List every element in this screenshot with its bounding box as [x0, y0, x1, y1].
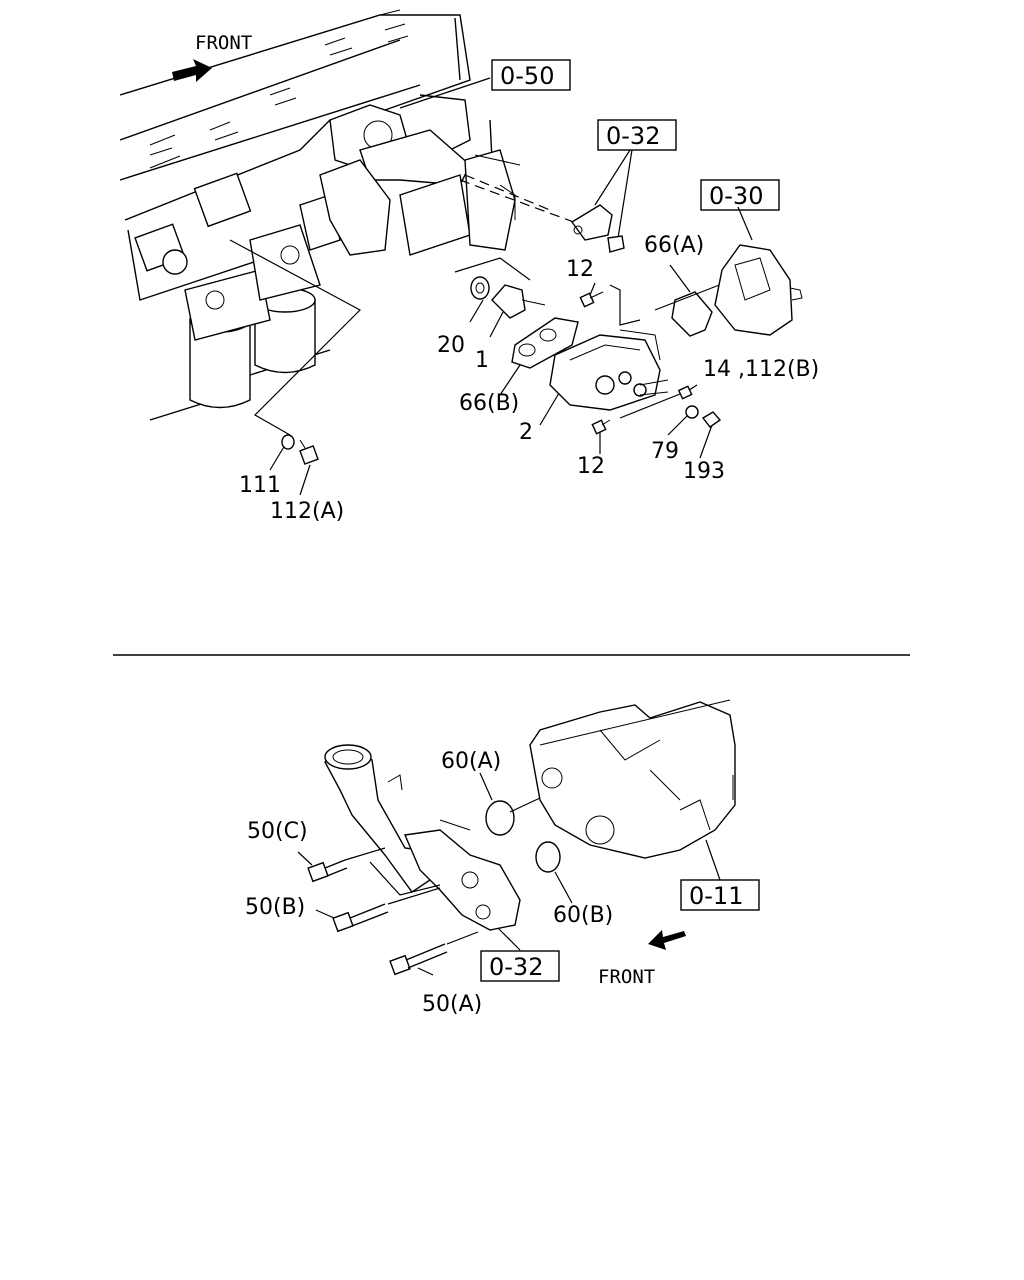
- front-arrow-top: FRONT: [172, 32, 252, 82]
- cylinder-head: [529, 699, 736, 859]
- cooler-housing: [549, 329, 669, 411]
- label-66b: 66(B): [459, 391, 519, 416]
- label-50b: 50(B): [245, 895, 305, 920]
- front-arrow-bottom: FRONT: [598, 930, 686, 988]
- front-label-top: FRONT: [195, 32, 252, 54]
- ref-box-0-32-top: 0-32: [597, 119, 677, 151]
- bracket-top: [570, 204, 625, 253]
- ref-box-0-50: 0-50: [491, 59, 571, 91]
- label-12-bottom: 12: [577, 454, 605, 479]
- svg-text:0-30: 0-30: [709, 182, 763, 210]
- svg-text:0-50: 0-50: [500, 62, 554, 90]
- label-66a: 66(A): [644, 233, 704, 258]
- bolt-12-top: [579, 291, 604, 308]
- washer-20: [470, 276, 490, 300]
- ref-box-0-30: 0-30: [700, 179, 780, 211]
- label-60a: 60(A): [441, 749, 501, 774]
- ref-box-0-11: 0-11: [680, 879, 760, 911]
- label-2: 2: [519, 420, 533, 445]
- flange-cover: [714, 244, 803, 336]
- label-111: 111: [239, 473, 281, 498]
- label-112a: 112(A): [270, 499, 344, 524]
- svg-text:0-11: 0-11: [689, 882, 743, 910]
- label-79: 79: [651, 439, 679, 464]
- bolt-50b: [332, 903, 389, 933]
- bolt-50c: [307, 859, 348, 883]
- part-193: [701, 411, 722, 428]
- part-79: [685, 405, 699, 419]
- svg-text:0-32: 0-32: [489, 953, 543, 981]
- bottom-leaders: [297, 772, 721, 976]
- label-14-112b: 14 ,112(B): [703, 357, 819, 382]
- label-193: 193: [683, 459, 725, 484]
- bolt-12-bottom: [591, 419, 611, 435]
- label-60b: 60(B): [553, 903, 613, 928]
- bolt-50a: [389, 943, 448, 976]
- label-12-top: 12: [566, 257, 594, 282]
- top-diagram: FRONT: [119, 9, 819, 524]
- part-1-valve: [491, 284, 546, 319]
- front-arrow-icon: [648, 930, 686, 950]
- label-20: 20: [437, 333, 465, 358]
- oil-filters: [184, 224, 321, 409]
- svg-text:0-32: 0-32: [606, 122, 660, 150]
- o-ring-60b: [535, 841, 561, 873]
- front-label-bottom: FRONT: [598, 966, 655, 988]
- plug-112a: [299, 439, 319, 465]
- label-1: 1: [475, 348, 489, 373]
- engine-block-top: [119, 9, 521, 421]
- bottom-diagram: 0-11 0-32 FRONT 60(A) 60(B) 50(C) 50(B) …: [245, 699, 760, 1017]
- part-14: [677, 385, 693, 400]
- label-50c: 50(C): [247, 819, 308, 844]
- gasket-66a: [671, 291, 713, 337]
- label-50a: 50(A): [422, 992, 482, 1017]
- o-ring-60a: [485, 800, 515, 836]
- o-ring-111: [281, 434, 295, 450]
- gasket-66b: [511, 317, 579, 369]
- inlet-pipe: [324, 744, 521, 931]
- front-arrow-icon: [172, 59, 212, 82]
- ref-box-0-32-bottom: 0-32: [480, 950, 560, 982]
